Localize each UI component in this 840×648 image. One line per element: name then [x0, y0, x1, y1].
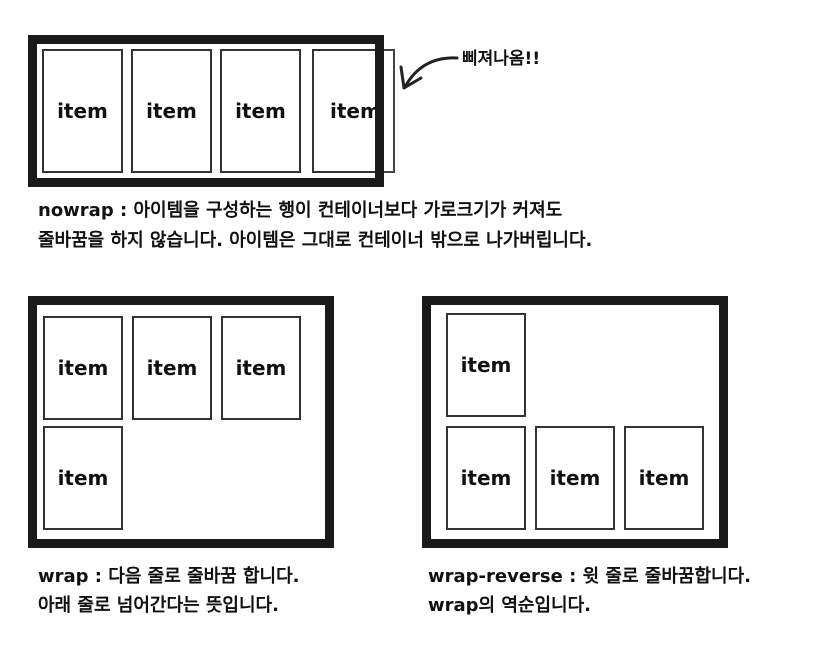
nowrap-item-2: item [131, 49, 212, 173]
wrap-item-4: item [43, 426, 123, 530]
wrap-caption-line-1: wrap : 다음 줄로 줄바꿈 합니다. [38, 566, 300, 587]
wrap-reverse-item-4: item [446, 313, 526, 417]
wrap-item-2: item [132, 316, 212, 420]
arrow-icon [399, 56, 459, 90]
wrap-reverse-caption-line-1: wrap-reverse : 윗 줄로 줄바꿈합니다. [428, 566, 751, 587]
nowrap-item-4-overflowing: item [312, 49, 375, 173]
nowrap-item-4-overflow-part [384, 49, 395, 173]
nowrap-item-4-label: item [330, 99, 375, 123]
nowrap-item-3: item [220, 49, 301, 173]
wrap-item-1: item [43, 316, 123, 420]
wrap-reverse-item-1: item [446, 426, 526, 530]
wrap-item-3: item [221, 316, 301, 420]
overflow-annotation: 삐져나옴!! [462, 49, 541, 69]
nowrap-item-1: item [42, 49, 123, 173]
nowrap-caption-line-1: nowrap : 아이템을 구성하는 행이 컨테이너보다 가로크기가 커져도 [38, 200, 563, 221]
wrap-reverse-caption-line-2: wrap의 역순입니다. [428, 595, 592, 616]
nowrap-caption-line-2: 줄바꿈을 하지 않습니다. 아이템은 그대로 컨테이너 밖으로 나가버립니다. [38, 230, 593, 251]
wrap-reverse-item-3: item [624, 426, 704, 530]
wrap-reverse-item-2: item [535, 426, 615, 530]
wrap-caption-line-2: 아래 줄로 넘어간다는 뜻입니다. [38, 595, 279, 616]
